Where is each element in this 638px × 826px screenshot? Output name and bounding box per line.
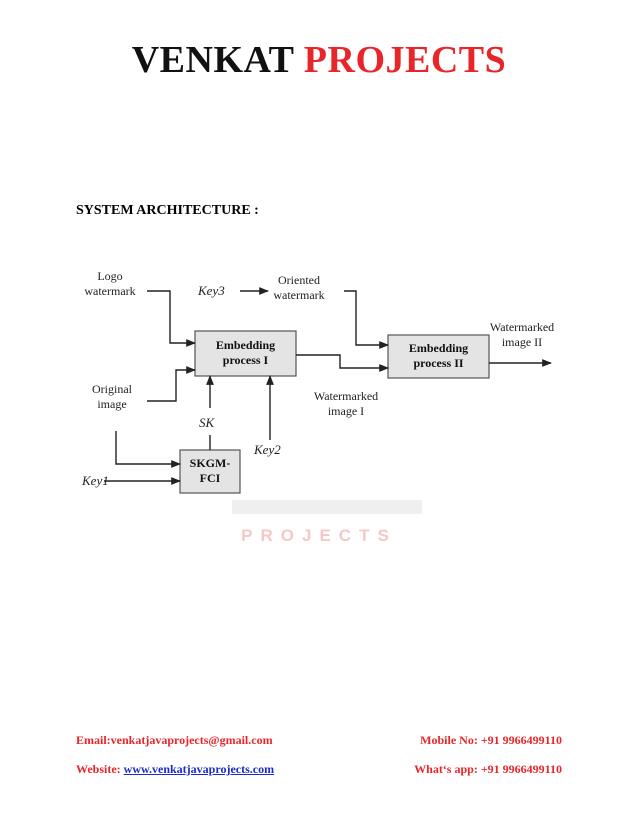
original-to-skgm-arrow xyxy=(115,431,181,468)
embedding-process-2-label-2: process II xyxy=(413,356,463,370)
original-to-embed1-arrow xyxy=(147,366,196,402)
key1-label: Key1 xyxy=(81,473,109,488)
footer-website: Website: www.venkatjavaprojects.com xyxy=(76,762,274,777)
embedding-process-2-box xyxy=(387,334,490,379)
embedding-process-1-box xyxy=(194,330,297,377)
page-header: VENKAT PROJECTS xyxy=(0,38,638,82)
logo-label-1: Logo xyxy=(97,269,122,283)
key3-label: Key3 xyxy=(197,283,225,298)
footer-whatsapp: What‘s app: +91 9966499110 xyxy=(414,762,562,776)
watermarked1-label-2: image I xyxy=(328,404,364,418)
watermark-logo-shape xyxy=(232,500,422,514)
architecture-diagram: Logo watermark Key3 Oriented watermark W… xyxy=(81,269,554,494)
embedding-process-1-label-2: process I xyxy=(223,353,269,367)
skgm-fci-label-1: SKGM- xyxy=(190,456,231,470)
key2-label: Key2 xyxy=(253,442,281,457)
skgm-fci-box xyxy=(179,449,241,494)
footer-email: Email:venkatjavaprojects@gmail.com xyxy=(76,733,273,747)
footer-website-label: Website: xyxy=(76,762,124,776)
logo-label-2: watermark xyxy=(84,284,135,298)
watermarked1-label-1: Watermarked xyxy=(314,389,378,403)
skgm-fci-label-2: FCI xyxy=(200,471,221,485)
embed1-to-embed2-arrow xyxy=(296,354,389,372)
sk-label: SK xyxy=(199,415,216,430)
logo-to-embed1-arrow xyxy=(147,290,196,347)
oriented-to-embed2-arrow xyxy=(344,290,389,349)
watermarked2-label-1: Watermarked xyxy=(490,320,554,334)
header-venkat: VENKAT xyxy=(131,39,294,81)
embedding-process-1-label-1: Embedding xyxy=(216,338,275,352)
oriented-label-1: Oriented xyxy=(278,273,320,287)
watermark-projects: PROJECTS xyxy=(241,526,397,545)
embedding-process-2-label-1: Embedding xyxy=(409,341,468,355)
watermarked2-label-2: image II xyxy=(502,335,542,349)
footer-mobile: Mobile No: +91 9966499110 xyxy=(420,733,562,747)
original-label-1: Original xyxy=(92,382,133,396)
oriented-label-2: watermark xyxy=(273,288,324,302)
website-link[interactable]: www.venkatjavaprojects.com xyxy=(123,762,275,776)
header-projects: PROJECTS xyxy=(303,39,507,81)
section-title: SYSTEM ARCHITECTURE : xyxy=(76,203,259,218)
original-label-2: image xyxy=(97,397,126,411)
